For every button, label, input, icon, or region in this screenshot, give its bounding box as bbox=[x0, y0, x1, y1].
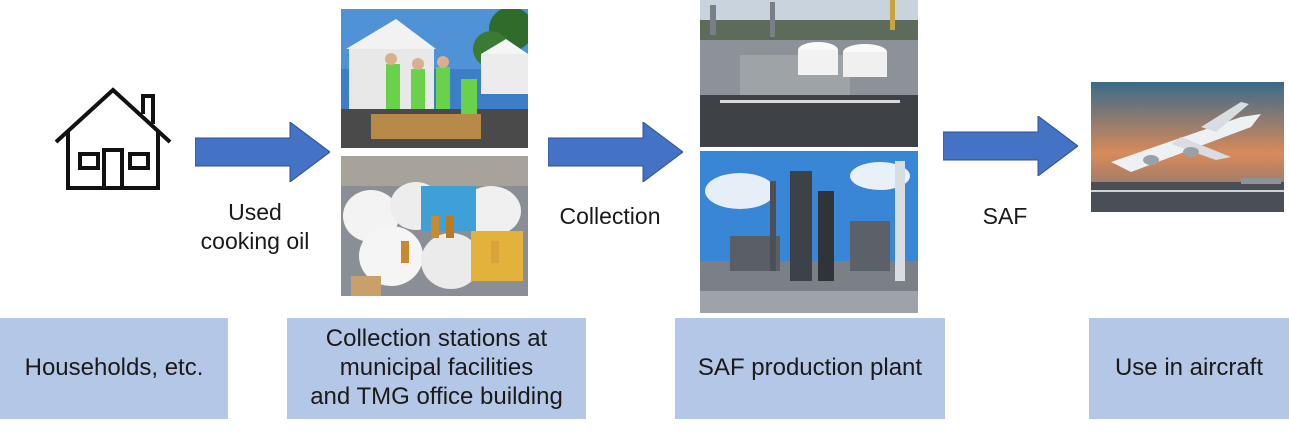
flow-label-line: Used bbox=[228, 199, 282, 225]
flow-label-collection: Collection bbox=[559, 203, 661, 229]
aircraft-box: Use in aircraft bbox=[1089, 318, 1289, 419]
saf-plant-box: SAF production plant bbox=[675, 318, 945, 419]
flow-label-line: cooking oil bbox=[200, 227, 310, 254]
flow-label-used-cooking-oil: Used cooking oil bbox=[185, 198, 325, 256]
flow-label-saf: SAF bbox=[982, 203, 1028, 229]
collection-stations-line: Collection stations at bbox=[325, 325, 548, 353]
aircraft-photo bbox=[1091, 82, 1284, 212]
saf-plant-aerial-photo bbox=[700, 0, 918, 147]
arrow-right-icon bbox=[943, 116, 1078, 176]
collection-stations-line: and TMG office building bbox=[310, 382, 563, 410]
collection-stations-box: Collection stations at municipal facilit… bbox=[287, 318, 586, 419]
households-label: Households, etc. bbox=[24, 354, 204, 382]
saf-plant-tower-photo bbox=[700, 151, 918, 313]
arrow-right-icon bbox=[195, 122, 330, 182]
arrow-right-icon bbox=[548, 122, 683, 182]
households-box: Households, etc. bbox=[0, 318, 228, 419]
collection-stations-line: municipal facilities bbox=[339, 354, 534, 382]
saf-plant-label: SAF production plant bbox=[697, 354, 923, 382]
aircraft-label: Use in aircraft bbox=[1114, 354, 1264, 382]
collection-tent-photo bbox=[341, 9, 528, 148]
collected-oil-photo bbox=[341, 156, 528, 296]
house-icon bbox=[54, 87, 172, 190]
